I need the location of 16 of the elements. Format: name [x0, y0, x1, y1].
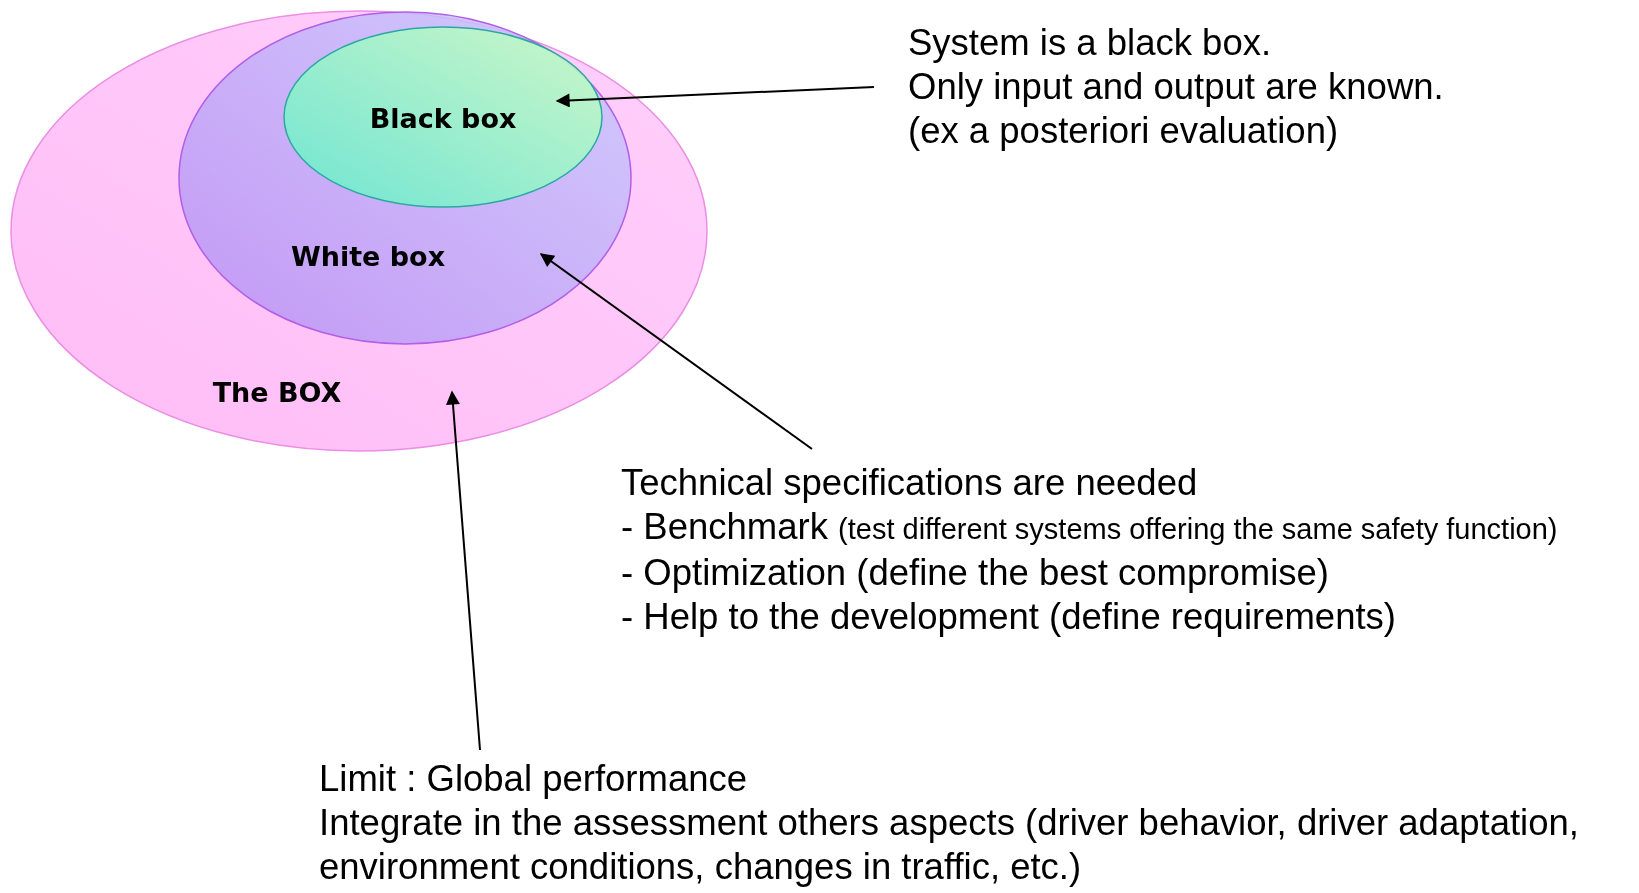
annotation-text: - Optimization (define the best compromise)	[621, 552, 1329, 593]
annotation-text: Only input and output are known.	[908, 65, 1444, 109]
annotation-text: (ex a posteriori evaluation)	[908, 109, 1339, 153]
arrow	[539, 253, 813, 450]
annotation-text: Integrate in the assessment others aspects (driver behavior, driver adaptation, environment conditions, changes in traffic, etc.)	[319, 801, 1580, 889]
annotation-text: System is a black box.	[908, 21, 1272, 65]
ellipse-label: Black box	[369, 102, 517, 134]
annotation-text: - Help to the development (define requirements)	[621, 596, 1397, 637]
annotation-text: (test different systems offering the same safety function)	[838, 513, 1558, 545]
ellipse-label: The BOX	[212, 376, 342, 408]
ellipse-label: White box	[290, 240, 446, 272]
annotation-text: Limit : Global performance	[319, 757, 748, 801]
arrow	[555, 86, 875, 108]
annotation-text: Technical specifications are needed	[621, 462, 1198, 503]
annotation-text: - Benchmark	[621, 506, 828, 547]
arrow	[446, 390, 481, 751]
